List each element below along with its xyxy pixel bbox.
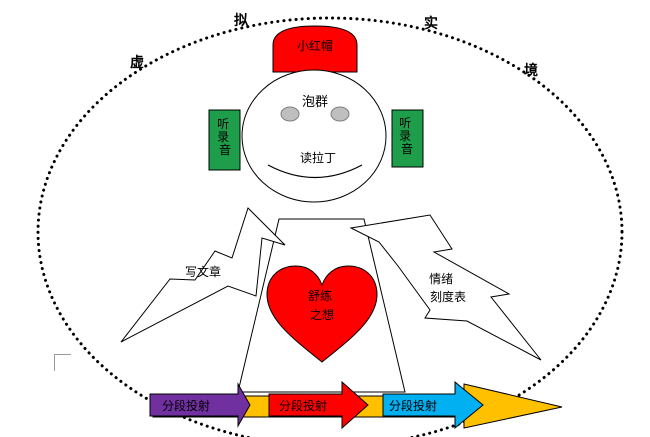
- right-eye: [330, 106, 350, 122]
- left-headphone-label: 听 录 音: [217, 117, 233, 157]
- head-top-label: 泡群: [302, 95, 328, 110]
- segment-arrow-3-label: 分段投射: [389, 398, 437, 413]
- right-lightning-bolt: [349, 214, 542, 361]
- segment-arrow-blue: [382, 380, 484, 430]
- left-eye: [280, 106, 300, 122]
- left-headphone: [208, 109, 241, 171]
- outer-dotted-ellipse: [36, 16, 624, 437]
- head-circle: [241, 69, 387, 203]
- ring-word-4: 境: [524, 62, 538, 79]
- left-lightning-bolt: [120, 207, 286, 343]
- red-hat: [272, 25, 358, 73]
- smile-mouth: [267, 164, 363, 178]
- right-headphone: [391, 109, 424, 168]
- left-bolt-label: 写文章: [185, 264, 221, 279]
- heart-label: 舒练 之想: [308, 288, 336, 322]
- segment-arrow-purple: [149, 382, 251, 428]
- mouth-label: 读拉丁: [300, 150, 336, 165]
- segment-arrow-1-label: 分段投射: [162, 398, 210, 413]
- heart: [266, 265, 378, 363]
- ring-word-2: 拟: [234, 12, 248, 29]
- segment-arrow-2-label: 分段投射: [279, 398, 327, 413]
- corner-crop-mark: [54, 354, 71, 371]
- right-headphone-label: 听 录 音: [399, 116, 415, 156]
- right-bolt-label: 情绪 刻度表: [429, 272, 466, 304]
- segment-arrow-red: [268, 380, 369, 430]
- ring-word-3: 实: [424, 15, 438, 32]
- ring-word-1: 虚: [130, 54, 144, 71]
- hat-label: 小红帽: [297, 38, 333, 53]
